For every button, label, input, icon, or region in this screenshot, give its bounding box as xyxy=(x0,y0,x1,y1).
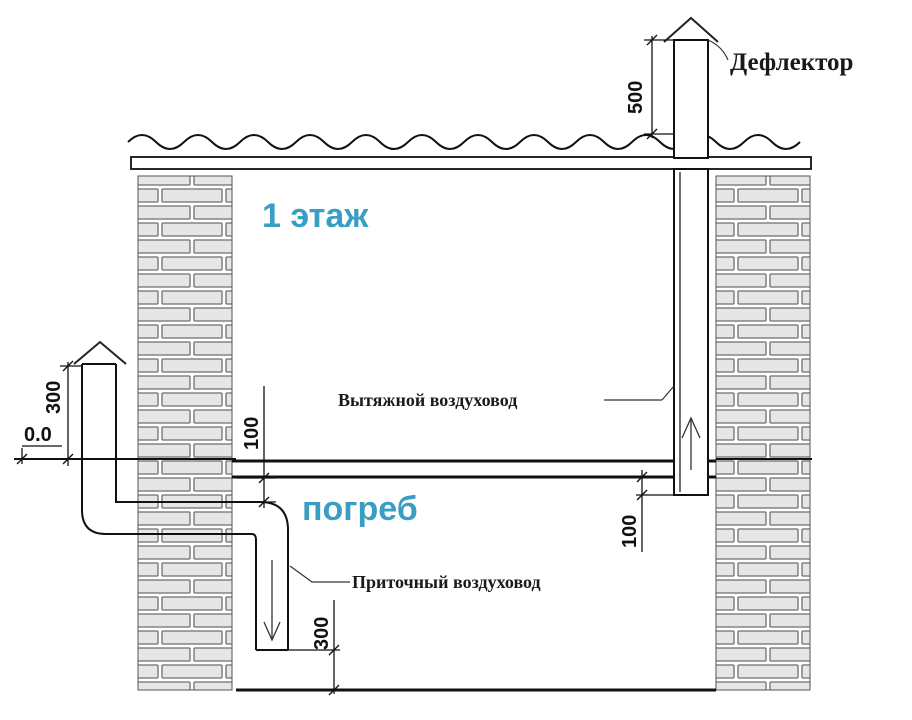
dim-exhaust-bottom-label: 100 xyxy=(619,515,641,548)
exhaust-arrow-icon xyxy=(681,416,701,470)
supply-deflector-icon xyxy=(73,340,127,365)
ceiling-slab xyxy=(130,156,812,170)
exhaust-duct-label: Вытяжной воздуховод xyxy=(338,390,517,410)
right-wall xyxy=(715,175,811,691)
dim-roof-pipe xyxy=(644,34,674,140)
supply-duct-inner xyxy=(115,364,236,503)
left-wall xyxy=(137,175,233,691)
supply-duct-elbow xyxy=(236,501,289,650)
dim-supply-top xyxy=(236,386,276,508)
supply-duct-label: Приточный воздуховод xyxy=(352,572,541,592)
deflector-leader xyxy=(707,39,729,61)
deflector-label: Дефлектор xyxy=(730,49,853,76)
dim-ground-level xyxy=(16,445,62,465)
supply-duct-outer xyxy=(81,364,236,535)
cellar-label: погреб xyxy=(302,490,418,528)
exhaust-duct-roof xyxy=(673,39,709,159)
dim-supply-floor-label: 300 xyxy=(311,617,333,650)
dim-ground-level-label: 0.0 xyxy=(24,424,52,446)
dim-exhaust-bottom xyxy=(636,470,674,552)
dim-supply-top-label: 100 xyxy=(241,417,263,450)
deflector-icon xyxy=(663,16,719,43)
supply-arrow-icon xyxy=(263,560,281,642)
floor1-label: 1 этаж xyxy=(262,197,369,235)
supply-leader xyxy=(289,565,350,583)
dim-roof-pipe-label: 500 xyxy=(625,81,647,114)
dim-outside-pipe xyxy=(60,360,82,466)
dim-supply-floor xyxy=(288,600,340,696)
dim-outside-pipe-label: 300 xyxy=(43,381,65,414)
exhaust-leader-diag xyxy=(661,385,675,401)
